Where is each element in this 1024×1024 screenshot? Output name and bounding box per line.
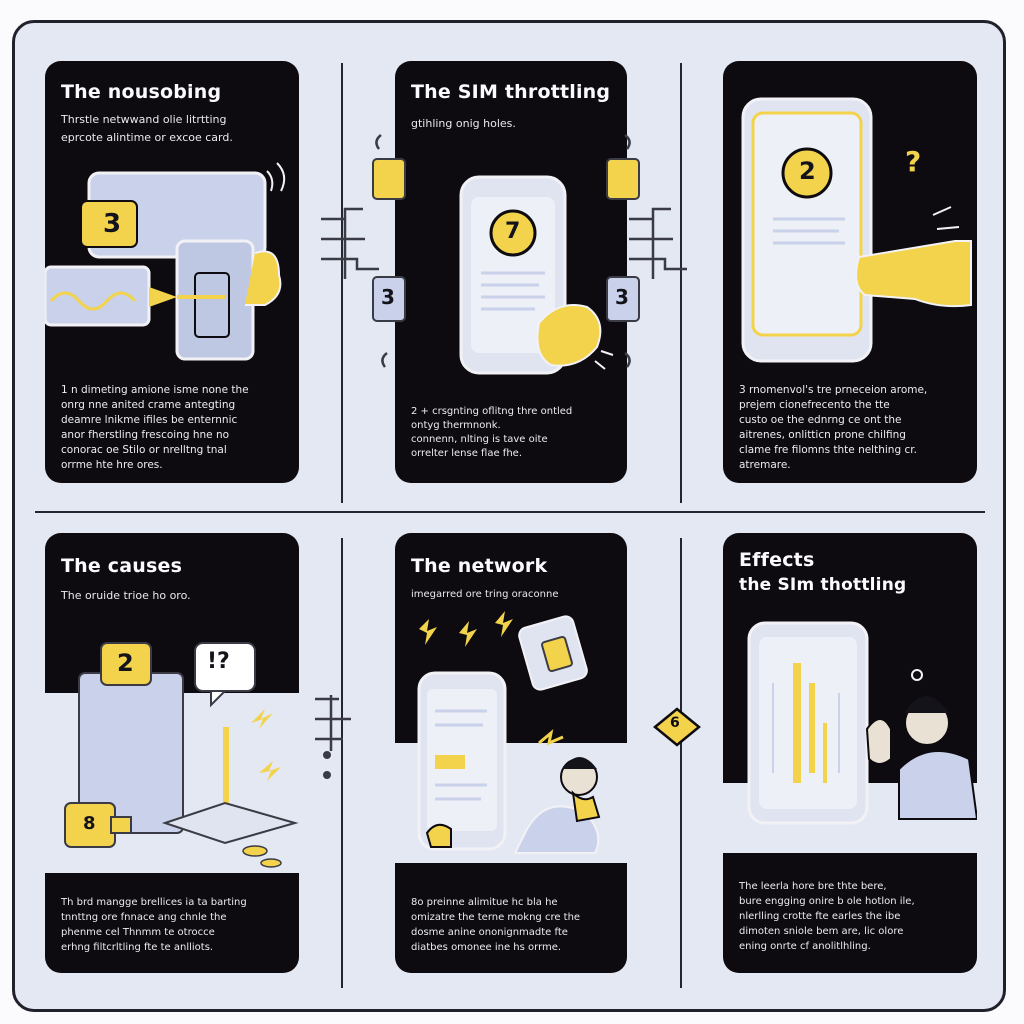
panel-body-line: dimoten sniole bem are, lic olore bbox=[739, 926, 904, 937]
exclaim-question-mark: !? bbox=[207, 649, 230, 674]
divider-vertical-left bbox=[341, 63, 343, 503]
panel-3: 2 ? 3 rnomenvol's tre prneceion arome, p… bbox=[723, 61, 977, 483]
panel-title: The SIM throttling bbox=[411, 81, 611, 103]
panel-body-line: orrelter lense flae fhe. bbox=[411, 448, 522, 459]
panel-subtitle-line: Thrstle netwwand olie litrtting bbox=[61, 113, 227, 126]
panel-body-line: erhng filtcrltling fte te anlliots. bbox=[61, 942, 214, 953]
hex-badge-graphic bbox=[653, 707, 701, 747]
phone-illustration bbox=[459, 175, 614, 375]
panel-body-line: phenme cel Thnmm te otrocce bbox=[61, 927, 215, 938]
panel-body-line: aitrenes, onlitticn prone chilfing bbox=[739, 429, 906, 441]
sim-card-number: 3 bbox=[103, 209, 122, 239]
panel-2: The SIM throttling gtihling onig holes. … bbox=[395, 61, 627, 483]
panel-5: The network imegarred ore tring oraconne… bbox=[395, 533, 627, 973]
effects-illustration bbox=[723, 621, 977, 853]
panel-body-line: ontyg thermnonk. bbox=[411, 420, 501, 431]
divider-vertical-left-bottom bbox=[341, 538, 343, 988]
panel-body-line: Th brd mangge brellices ia ta barting bbox=[61, 897, 247, 908]
panel-body-line: custo oe the ednrng ce ont the bbox=[739, 414, 902, 426]
panel-title-line-2: the SIm thottling bbox=[739, 575, 907, 595]
panel-6: Effects the SIm thottling The leerla hor… bbox=[723, 533, 977, 973]
panel-title-line-1: Effects bbox=[739, 549, 815, 571]
panel-body: 8o preinne alimitue hc bla he omizatre t… bbox=[411, 895, 615, 955]
hex-badge-number: 6 bbox=[670, 715, 680, 731]
panel-body-line: bure engging onire b ole hotlon ile, bbox=[739, 896, 915, 907]
divider-vertical-right-bottom bbox=[680, 538, 682, 988]
panel-body-line: anor fherstling frescoing hne no bbox=[61, 429, 230, 441]
sim-card-illustration bbox=[45, 162, 286, 361]
panel-body-line: 8o preinne alimitue hc bla he bbox=[411, 897, 558, 908]
sim-card-number: 2 bbox=[117, 649, 134, 677]
panel-title: The network bbox=[411, 555, 548, 577]
side-number-left: 3 bbox=[381, 285, 395, 309]
sim-chip-label: 8 bbox=[83, 813, 96, 834]
panel-title: The nousobing bbox=[61, 81, 222, 103]
panel-body-line: conorac oe Stilo or nrelltng tnal bbox=[61, 444, 227, 456]
panel-body-line: tnnttng ore fnnace ang chnle the bbox=[61, 912, 227, 923]
panel-body-line: 3 rnomenvol's tre prneceion arome, bbox=[739, 384, 928, 396]
panel-body: 2 + crsgnting oflitng thre ontled ontyg … bbox=[411, 405, 615, 461]
panel-body-line: connenn, nlting is tave oite bbox=[411, 434, 548, 445]
divider-horizontal bbox=[35, 511, 985, 513]
panel-body: 1 n dimeting amione isme none the onrg n… bbox=[61, 383, 287, 473]
panel-body-line: orrme hte hre ores. bbox=[61, 459, 163, 471]
connector-graphics bbox=[315, 134, 687, 779]
panel-body: 3 rnomenvol's tre prneceion arome, preje… bbox=[739, 383, 965, 473]
panel-body-line: atremare. bbox=[739, 459, 791, 471]
phone-tap-illustration bbox=[741, 97, 972, 363]
panel-subtitle-line: imegarred ore tring oraconne bbox=[411, 589, 559, 600]
panel-subtitle-line: gtihling onig holes. bbox=[411, 117, 516, 130]
panel-body: Th brd mangge brellices ia ta barting tn… bbox=[61, 895, 287, 955]
panel-body-line: 2 + crsgnting oflitng thre ontled bbox=[411, 406, 573, 417]
causes-illustration bbox=[45, 642, 299, 873]
panel-body-line: prejem cionefrecento the tte bbox=[739, 399, 890, 411]
panel-subtitle-line: The oruide trioe ho oro. bbox=[61, 589, 191, 602]
infographic-board: The nousobing Thrstle netwwand olie litr… bbox=[12, 20, 1006, 1012]
side-number-right: 3 bbox=[615, 285, 629, 309]
divider-vertical-right bbox=[680, 63, 682, 503]
panel-card-number: 7 bbox=[505, 219, 521, 244]
panel-body-line: nlerlling crotte fte earles the ibe bbox=[739, 911, 901, 922]
panel-body-line: 1 n dimeting amione isme none the bbox=[61, 384, 249, 396]
panel-4: The causes The oruide trioe ho oro. 2 !?… bbox=[45, 533, 299, 973]
question-mark: ? bbox=[905, 145, 922, 178]
panel-body-line: ening onrte cf anolitlhling. bbox=[739, 941, 871, 952]
panel-title: The causes bbox=[61, 555, 183, 577]
panel-card-number: 2 bbox=[799, 157, 816, 185]
panel-body-line: omizatre the terne mokng cre the bbox=[411, 912, 581, 923]
panel-body-line: onrg nne anited crame antegting bbox=[61, 399, 236, 411]
panel-body-line: dosme anine ononignmadte fte bbox=[411, 927, 568, 938]
panel-body: The leerla hore bre thte bere, bure engg… bbox=[739, 879, 965, 954]
network-illustration bbox=[395, 611, 627, 863]
panel-1: The nousobing Thrstle netwwand olie litr… bbox=[45, 61, 299, 483]
panel-body-line: deamre lnikme ifiles be enternnic bbox=[61, 414, 238, 426]
panel-subtitle-line: eprcote alintime or excoe card. bbox=[61, 131, 233, 144]
panel-body-line: diatbes omonee ine hs orrme. bbox=[411, 942, 562, 953]
panel-body-line: The leerla hore bre thte bere, bbox=[739, 881, 887, 892]
panel-body-line: clame fre filomns thte nelthing cr. bbox=[739, 444, 917, 456]
